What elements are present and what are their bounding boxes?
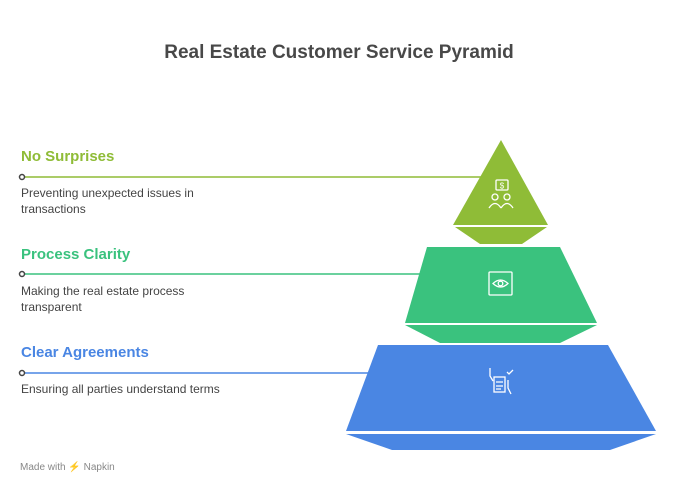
pyramid-bottom <box>346 345 656 431</box>
svg-text:$: $ <box>500 182 505 191</box>
eye-scan-icon <box>488 271 513 296</box>
napkin-brand: Napkin <box>83 462 115 473</box>
pyramid-top <box>453 140 548 225</box>
made-with-label: Made with <box>20 462 66 473</box>
level-heading-no-surprises: No Surprises <box>21 148 115 165</box>
money-talk-people-icon: $ <box>488 179 514 209</box>
made-with-napkin-footer[interactable]: Made with ⚡ Napkin <box>20 462 115 473</box>
pyramid-middle-base <box>405 325 597 343</box>
napkin-logo-icon: ⚡ <box>68 462 81 473</box>
connector-no-surprises <box>18 173 482 181</box>
pyramid-top-base <box>455 227 547 244</box>
connector-process-clarity <box>18 270 430 278</box>
contract-signing-icon <box>489 368 514 395</box>
page-title: Real Estate Customer Service Pyramid <box>164 42 514 63</box>
level-description-no-surprises: Preventing unexpected issues in transact… <box>21 186 194 216</box>
level-description-clear-agreements: Ensuring all parties understand terms <box>21 382 220 396</box>
pyramid-bottom-base <box>346 434 656 450</box>
pyramid-middle <box>405 247 597 323</box>
level-heading-clear-agreements: Clear Agreements <box>21 344 149 361</box>
level-heading-process-clarity: Process Clarity <box>21 246 131 263</box>
connector-clear-agreements <box>18 369 374 377</box>
level-description-process-clarity: Making the real estate process transpare… <box>21 284 185 314</box>
